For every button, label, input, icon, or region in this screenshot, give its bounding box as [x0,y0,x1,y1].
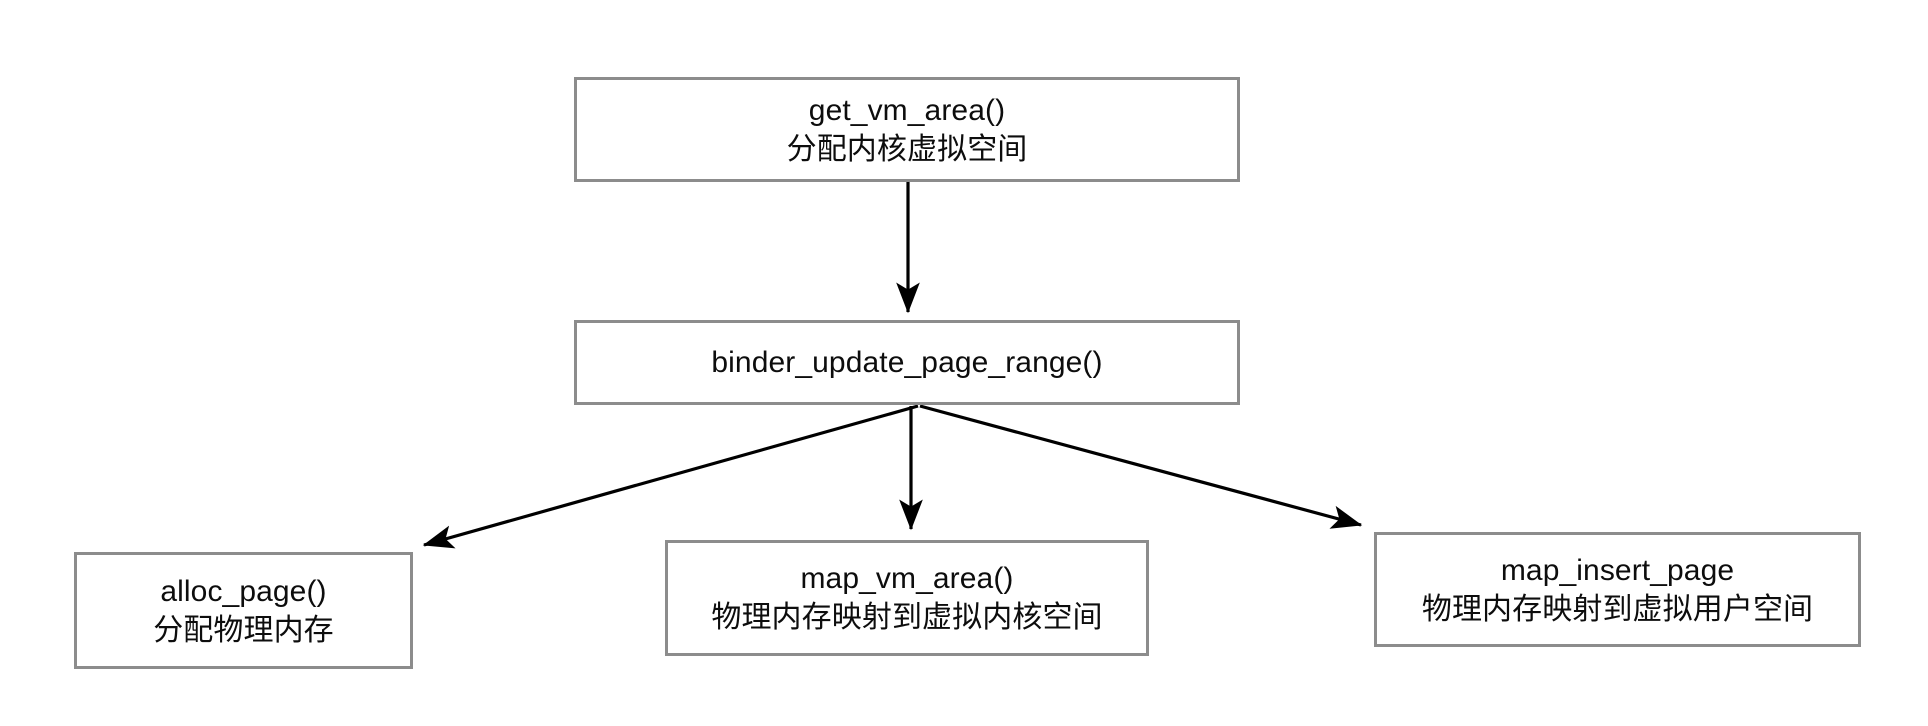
node-map-insert-page-line1: map_insert_page [1500,553,1735,587]
node-alloc-page-line2: 分配物理内存 [153,613,334,647]
node-alloc-page-line1: alloc_page() [160,574,327,608]
node-map-vm-area-line1: map_vm_area() [800,562,1014,595]
node-map-insert-page-line2: 物理内存映射到虚拟用户空间 [1421,592,1814,626]
node-map-insert-page[interactable]: map_insert_page 物理内存映射到虚拟用户空间 [1374,532,1861,647]
edge-binder-to-map-insert-page [919,404,1363,529]
node-get-vm-area-line2: 分配内核虚拟空间 [786,132,1028,166]
node-binder-update-page-range[interactable]: binder_update_page_range() [574,320,1240,405]
node-get-vm-area-line1: get_vm_area() [808,93,1006,127]
node-binder-update-page-range-line1: binder_update_page_range() [711,346,1103,379]
edge-binder-to-alloc-page [422,404,919,549]
node-map-vm-area[interactable]: map_vm_area() 物理内存映射到虚拟内核空间 [665,540,1149,656]
node-get-vm-area[interactable]: get_vm_area() 分配内核虚拟空间 [574,77,1240,182]
node-map-vm-area-line2: 物理内存映射到虚拟内核空间 [711,601,1103,634]
node-alloc-page[interactable]: alloc_page() 分配物理内存 [74,552,413,669]
